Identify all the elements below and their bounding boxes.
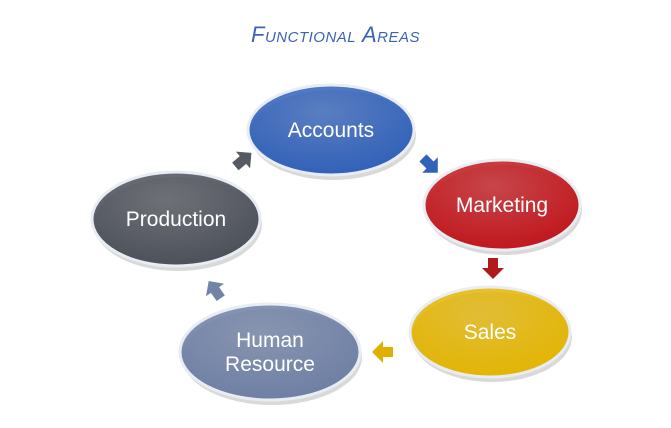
node-label: Sales xyxy=(464,321,517,344)
node-ellipse xyxy=(90,170,262,268)
arrow-production-to-accounts xyxy=(232,151,252,171)
node-label: Production xyxy=(126,208,226,231)
node-ellipse xyxy=(408,285,572,379)
node-production: Production xyxy=(90,170,262,271)
diagram-title: Functional Areas xyxy=(251,22,420,47)
node-label: Resource xyxy=(225,353,315,376)
node-ellipse xyxy=(246,83,416,177)
arrow-marketing-to-sales xyxy=(482,258,504,279)
node-label: Human xyxy=(236,329,304,352)
node-accounts: Accounts xyxy=(246,83,416,180)
node-label: Accounts xyxy=(288,119,374,142)
arrow-accounts-to-marketing xyxy=(419,154,438,173)
node-sales: Sales xyxy=(408,285,572,382)
node-ellipse xyxy=(178,302,362,402)
arrow-sales-to-human-resource xyxy=(372,341,393,363)
node-marketing: Marketing xyxy=(422,158,582,255)
node-label: Marketing xyxy=(456,194,548,217)
node-ellipse xyxy=(422,158,582,252)
arrow-human-resource-to-production xyxy=(205,280,225,302)
